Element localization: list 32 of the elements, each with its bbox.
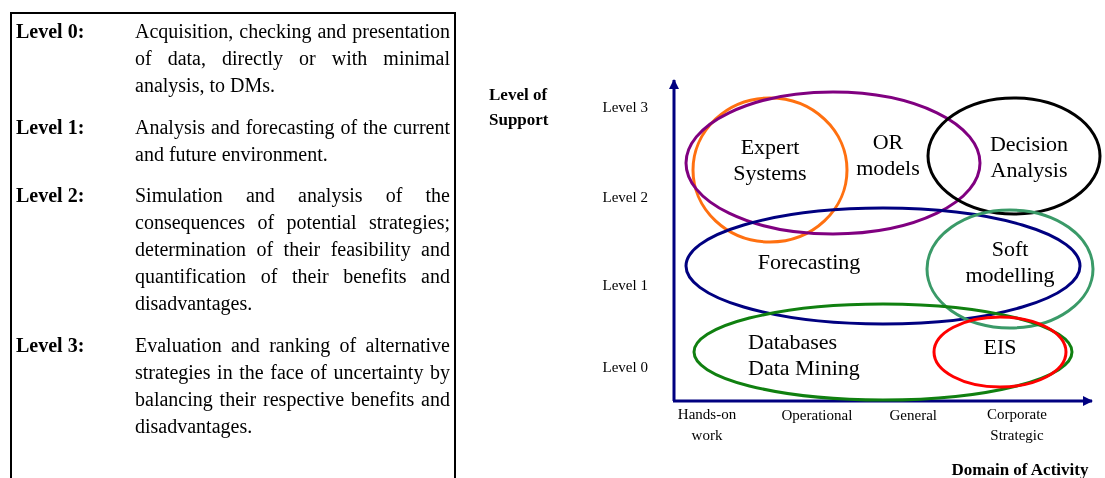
tick-label: Level 1: [602, 275, 648, 295]
definition-box: [10, 12, 456, 478]
tick-label: Level 3: [602, 97, 648, 117]
ellipse-label: OR models: [855, 129, 921, 181]
category-ellipse: [692, 302, 1074, 402]
level-name: Level 2:: [16, 183, 85, 208]
tick-label: General: [889, 405, 937, 425]
level-name: Level 1:: [16, 115, 85, 140]
level-name: Level 0:: [16, 19, 85, 44]
tick-label: Level 0: [602, 357, 648, 377]
category-ellipse: [684, 206, 1082, 326]
level-name: Level 3:: [16, 333, 85, 358]
ellipse-label: Forecasting: [756, 249, 862, 275]
level-description: Analysis and forecasting of the current and future environment.: [135, 115, 450, 167]
tick-label: Hands-on work: [676, 405, 738, 445]
level-description: Acquisition, checking and presentation of data, directly or with minimal analysis, to DMs.: [135, 19, 450, 99]
axis-title: Level of Support: [489, 84, 550, 131]
category-ellipse: [926, 96, 1102, 216]
category-ellipse: [932, 315, 1068, 389]
level-description: Evaluation and ranking of alternative strategies in the face of uncertainty by balancing their respective benefits and disadvantages.: [135, 333, 450, 440]
ellipse-label: Decision Analysis: [988, 131, 1070, 183]
tick-label: Corporate Strategic: [986, 405, 1048, 445]
category-ellipse: [925, 208, 1095, 330]
ellipse-label: Soft modelling: [964, 236, 1056, 288]
tick-label: Level 2: [602, 187, 648, 207]
ellipse-label: Expert Systems: [732, 134, 808, 186]
tick-label: Operational: [781, 405, 853, 425]
axis-title: Domain of Activity: [951, 458, 1089, 478]
category-ellipse: [684, 90, 982, 236]
level-description: Simulation and analysis of the consequences of potential strategies; determination of their feasibility and quantification of their benefits and disadvantages.: [135, 183, 450, 317]
ellipse-label: EIS: [982, 334, 1018, 360]
ellipse-label: Databases Data Mining: [748, 329, 861, 381]
